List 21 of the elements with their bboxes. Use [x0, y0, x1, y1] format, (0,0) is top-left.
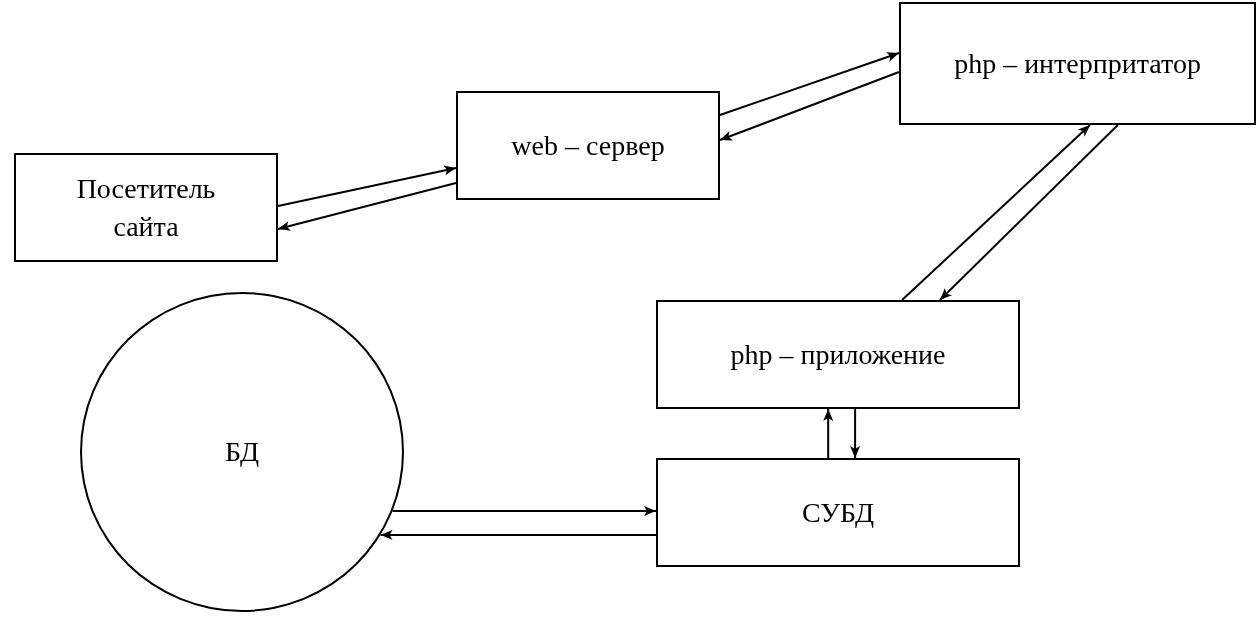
arrow [938, 124, 1119, 301]
process-box [456, 91, 720, 200]
process-box [14, 153, 278, 262]
node-label: web – сервер [511, 128, 665, 163]
node-label: БД [224, 435, 260, 469]
arrow [379, 529, 657, 540]
node-label: СУБД [801, 495, 875, 530]
node-label: php – интерпритатор [954, 46, 1201, 81]
arrow [391, 505, 657, 516]
arrow [277, 182, 457, 231]
arrow [719, 71, 900, 142]
node-label: Посетитель сайта [75, 171, 217, 244]
node-label: php – приложение [730, 337, 946, 372]
process-box [656, 458, 1020, 567]
process-box [899, 2, 1256, 125]
arrow [850, 408, 861, 459]
arrow [719, 52, 900, 116]
arrow [277, 165, 457, 207]
process-box [656, 300, 1020, 409]
arrow [901, 124, 1091, 301]
arrow [823, 408, 834, 459]
